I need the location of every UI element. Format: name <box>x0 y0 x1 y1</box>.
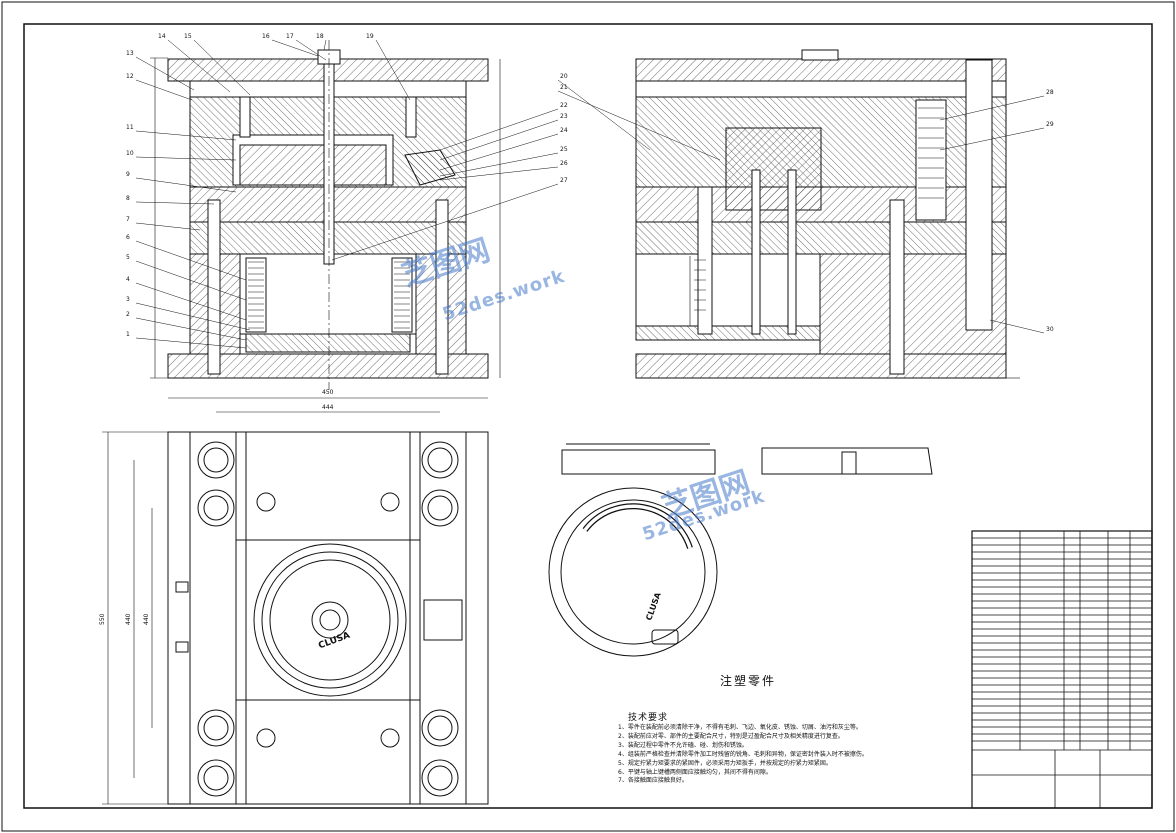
balloon-leader <box>193 39 251 96</box>
balloon-number: 5 <box>126 254 130 261</box>
tech-requirement-item: 6、平键与轴上键槽两侧面应接触均匀，其间不得有间隙。 <box>618 768 772 776</box>
tech-requirements-title: 技术要求 <box>628 713 669 723</box>
balloon-number: 4 <box>126 276 130 283</box>
balloon-leader <box>135 260 247 301</box>
dimension-value: 450 <box>322 389 334 396</box>
balloon-number: 2 <box>126 311 130 318</box>
balloon-number: 14 <box>158 33 166 40</box>
part-title: 注塑零件 <box>720 674 777 688</box>
balloon-leader <box>557 79 651 151</box>
balloon-number: 16 <box>262 33 270 40</box>
tech-requirement-item: 5、规定拧紧力矩要求的紧固件，必须采用力矩扳手，并按规定的拧紧力矩紧固。 <box>618 759 832 767</box>
balloon-leader <box>135 222 201 231</box>
tech-requirement-item: 2、装配前应对零、部件的主要配合尺寸，特别是过盈配合尺寸及相关精度进行复查。 <box>618 732 844 740</box>
balloon-leader <box>439 119 559 161</box>
balloon-number: 15 <box>184 33 192 40</box>
balloon-leader <box>375 39 411 101</box>
balloon-number: 22 <box>560 102 568 109</box>
balloon-number: 3 <box>126 296 130 303</box>
balloon-leader <box>135 156 237 161</box>
tech-requirements-list: 1、零件在装配前必须清除干净，不得有毛刺、飞边、氧化皮、锈蚀、切屑、油污和灰尘等… <box>618 724 868 786</box>
tech-requirement-item: 1、零件在装配前必须清除干净，不得有毛刺、飞边、氧化皮、锈蚀、切屑、油污和灰尘等… <box>618 724 862 731</box>
balloon-number: 24 <box>560 127 568 134</box>
balloon-number: 27 <box>560 177 568 184</box>
dimension-value: 440 <box>125 613 132 625</box>
balloon-leader <box>439 133 559 171</box>
balloon-leader <box>167 39 231 93</box>
balloon-number: 13 <box>126 50 134 57</box>
balloon-leader <box>439 108 559 151</box>
balloon-leader <box>331 183 559 261</box>
balloon-number: 10 <box>126 150 134 157</box>
balloon-leader <box>135 302 251 331</box>
balloon-number: 21 <box>560 84 568 91</box>
balloon-leader <box>135 337 247 349</box>
balloon-leader <box>135 79 193 101</box>
dimension-value: 440 <box>143 613 150 625</box>
balloon-number: 29 <box>1046 121 1054 128</box>
balloon-number: 30 <box>1046 326 1054 333</box>
balloon-leader <box>939 127 1045 151</box>
inner-border <box>23 23 1153 809</box>
dimension-value: 444 <box>322 404 334 411</box>
balloon-leader <box>323 39 327 51</box>
dimension-value: 550 <box>99 613 106 625</box>
balloon-number: 7 <box>126 216 130 223</box>
balloon-leader <box>135 240 247 281</box>
balloon-leader <box>271 39 319 57</box>
balloon-number: 12 <box>126 73 134 80</box>
balloon-leader <box>135 56 195 91</box>
tech-requirement-item: 3、装配过程中零件不允许磕、碰、划伤和锈蚀。 <box>618 741 748 749</box>
balloon-number: 25 <box>560 146 568 153</box>
balloon-leader <box>135 177 237 193</box>
balloon-leader <box>439 166 559 181</box>
balloon-leader <box>557 90 721 161</box>
side-section-view <box>635 49 1020 379</box>
balloon-number: 9 <box>126 171 130 178</box>
front-section-view <box>150 40 501 390</box>
balloon-leader <box>135 130 237 141</box>
balloon-leader <box>135 317 247 341</box>
balloon-number: 20 <box>560 73 568 80</box>
balloon-number: 23 <box>560 113 568 120</box>
part-views <box>548 443 933 657</box>
tech-requirement-item: 7、各接触面应接触良好。 <box>618 777 688 785</box>
balloon-leader <box>295 39 327 61</box>
balloon-number: 1 <box>126 331 130 338</box>
balloon-leader <box>135 282 247 321</box>
balloon-number: 18 <box>316 33 324 40</box>
balloon-number: 11 <box>126 124 134 131</box>
balloon-leader <box>989 319 1045 334</box>
title-block <box>971 530 1153 809</box>
balloon-leader <box>439 152 559 177</box>
balloon-number: 6 <box>126 234 130 241</box>
balloon-number: 19 <box>366 33 374 40</box>
plan-view <box>102 397 489 805</box>
balloon-number: 8 <box>126 195 130 202</box>
balloon-number: 28 <box>1046 89 1054 96</box>
balloon-number: 17 <box>286 33 294 40</box>
tech-requirement-item: 4、组装前严格检查并清除零件加工时残留的锐角、毛刺和异物，保证密封件装入时不被擦… <box>618 750 868 758</box>
balloon-number: 26 <box>560 160 568 167</box>
balloon-leader <box>135 201 215 205</box>
balloon-leader <box>939 95 1045 121</box>
